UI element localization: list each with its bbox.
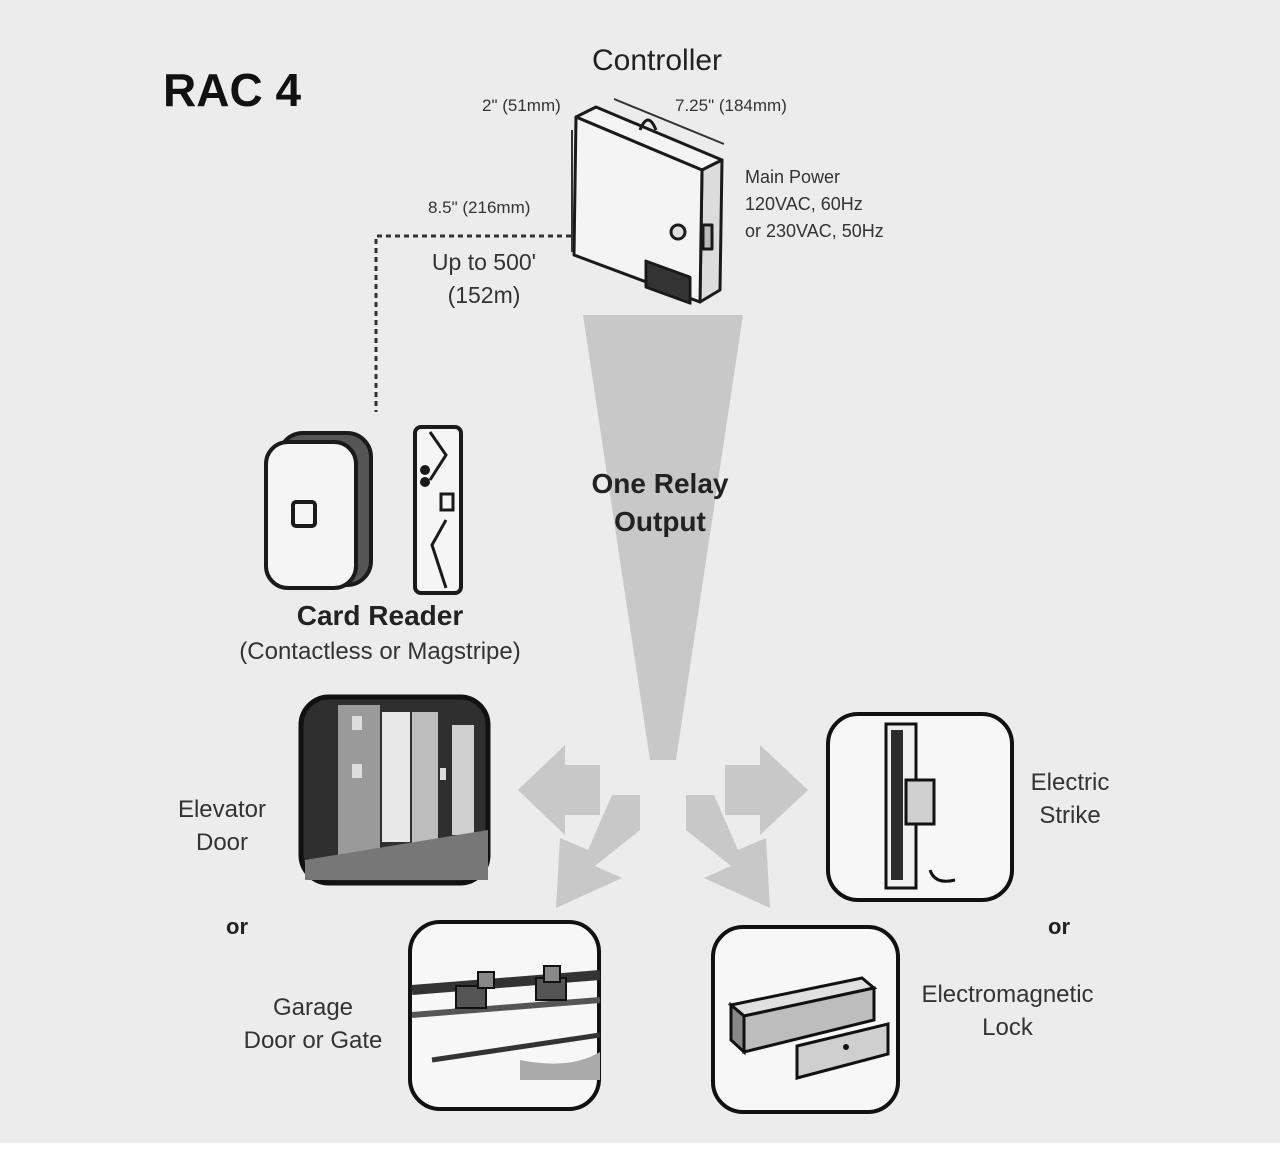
elevator-door-label: Elevator Door bbox=[150, 793, 294, 859]
label-line: Electromagnetic bbox=[921, 981, 1094, 1008]
main-power-line: or 230VAC, 50Hz bbox=[745, 221, 884, 241]
main-power-line: 120VAC, 60Hz bbox=[745, 194, 863, 214]
diagram-title: RAC 4 bbox=[163, 64, 302, 116]
relay-arrows bbox=[518, 315, 808, 908]
garage-gate-label: Garage Door or Gate bbox=[223, 991, 403, 1057]
arrow-right bbox=[725, 745, 808, 835]
arrow-down-right bbox=[686, 795, 770, 908]
controller-width-label: 7.25" (184mm) bbox=[675, 96, 787, 115]
controller-height-label: 8.5" (216mm) bbox=[428, 198, 531, 217]
contactless-reader-icon bbox=[264, 431, 373, 590]
main-power-label: Main Power 120VAC, 60Hz or 230VAC, 50Hz bbox=[745, 164, 884, 245]
or-label-right: or bbox=[1048, 914, 1070, 939]
relay-funnel bbox=[583, 315, 743, 760]
controller-box bbox=[572, 105, 724, 305]
cable-distance-line: Up to 500' bbox=[431, 249, 537, 275]
label-line: Strike bbox=[1039, 802, 1101, 829]
maglock-image bbox=[711, 925, 900, 1114]
relay-output-label: One Relay Output bbox=[565, 465, 755, 541]
label-line: Door or Gate bbox=[243, 1027, 383, 1054]
label-line: Door bbox=[195, 829, 249, 856]
cable-distance-label: Up to 500' (152m) bbox=[414, 246, 554, 312]
elevator-door-image bbox=[298, 694, 491, 886]
label-line: Electric bbox=[1030, 769, 1110, 796]
garage-gate-image bbox=[408, 920, 601, 1111]
controller-label: Controller bbox=[592, 44, 723, 77]
label-line: Elevator bbox=[177, 796, 267, 823]
relay-output-line: Output bbox=[614, 506, 706, 537]
card-reader-subtitle: (Contactless or Magstripe) bbox=[239, 638, 521, 665]
magstripe-reader-icon bbox=[413, 425, 463, 595]
card-reader-title: Card Reader bbox=[296, 600, 464, 631]
electric-strike-label: Electric Strike bbox=[1000, 766, 1140, 832]
relay-output-line: One Relay bbox=[591, 468, 729, 499]
arrow-left bbox=[518, 745, 600, 835]
arrow-down-left bbox=[556, 795, 640, 908]
cable-line bbox=[374, 234, 571, 412]
main-power-line: Main Power bbox=[745, 167, 841, 187]
label-line: Lock bbox=[982, 1014, 1033, 1041]
or-label-left: or bbox=[226, 914, 248, 939]
controller-dimension-lines bbox=[571, 98, 725, 252]
label-line: Garage bbox=[272, 994, 354, 1021]
cable-distance-line: (152m) bbox=[447, 282, 521, 308]
controller-depth-label: 2" (51mm) bbox=[482, 96, 561, 115]
maglock-label: Electromagnetic Lock bbox=[900, 978, 1115, 1044]
electric-strike-image bbox=[826, 712, 1014, 902]
